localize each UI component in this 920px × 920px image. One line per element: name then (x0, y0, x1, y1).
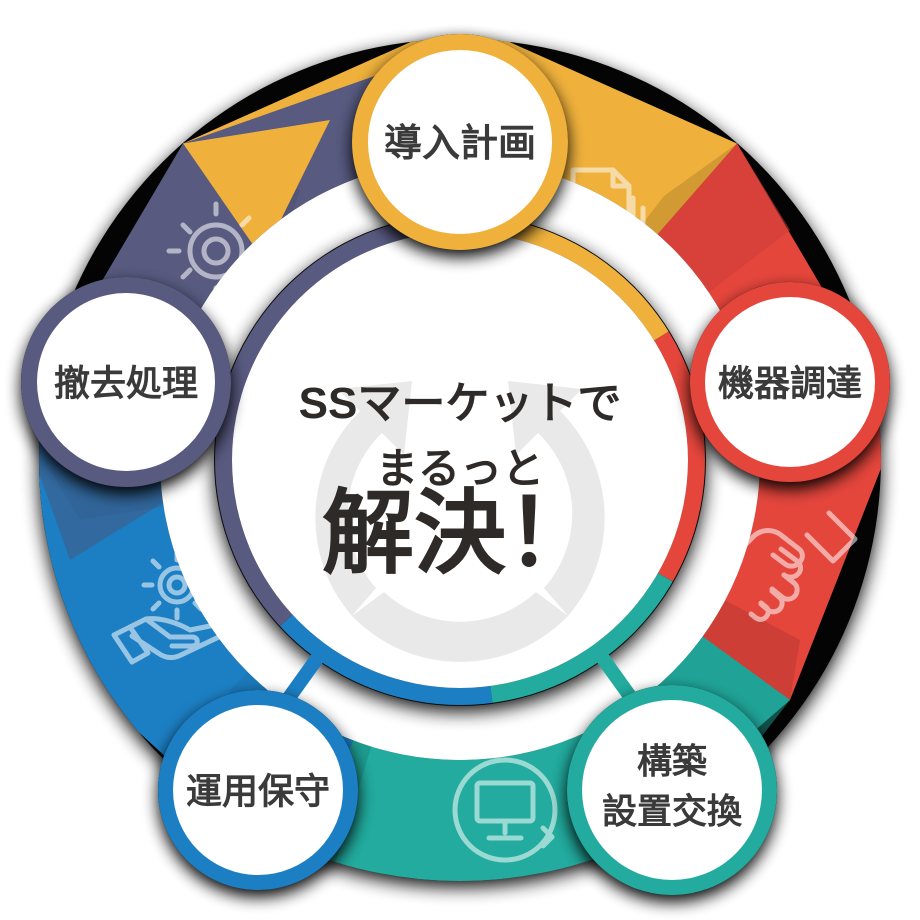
node-plan[interactable]: 導入計画 (352, 34, 568, 250)
recycle-arrows-watermark (315, 381, 605, 662)
node-build-label-line2: 設置交換 (602, 791, 743, 831)
node-remove[interactable]: 撤去処理 (21, 277, 231, 487)
node-remove-label: 撤去処理 (54, 363, 198, 404)
node-build-label-line1: 構築 (637, 742, 708, 781)
center-line-2: まるっと (376, 445, 544, 492)
node-plan-label: 導入計画 (384, 123, 536, 165)
monitor-refresh-icon (452, 757, 558, 863)
node-procure-label: 機器調達 (718, 363, 862, 404)
center-line-1: SSマーケットで (299, 379, 622, 428)
node-operate[interactable]: 運用保守 (158, 690, 358, 890)
node-procure[interactable]: 機器調達 (690, 282, 890, 482)
node-operate-label: 運用保守 (186, 771, 330, 812)
center-line-3: 解決！ (322, 483, 598, 585)
node-build[interactable]: 構築 設置交換 (567, 685, 777, 895)
